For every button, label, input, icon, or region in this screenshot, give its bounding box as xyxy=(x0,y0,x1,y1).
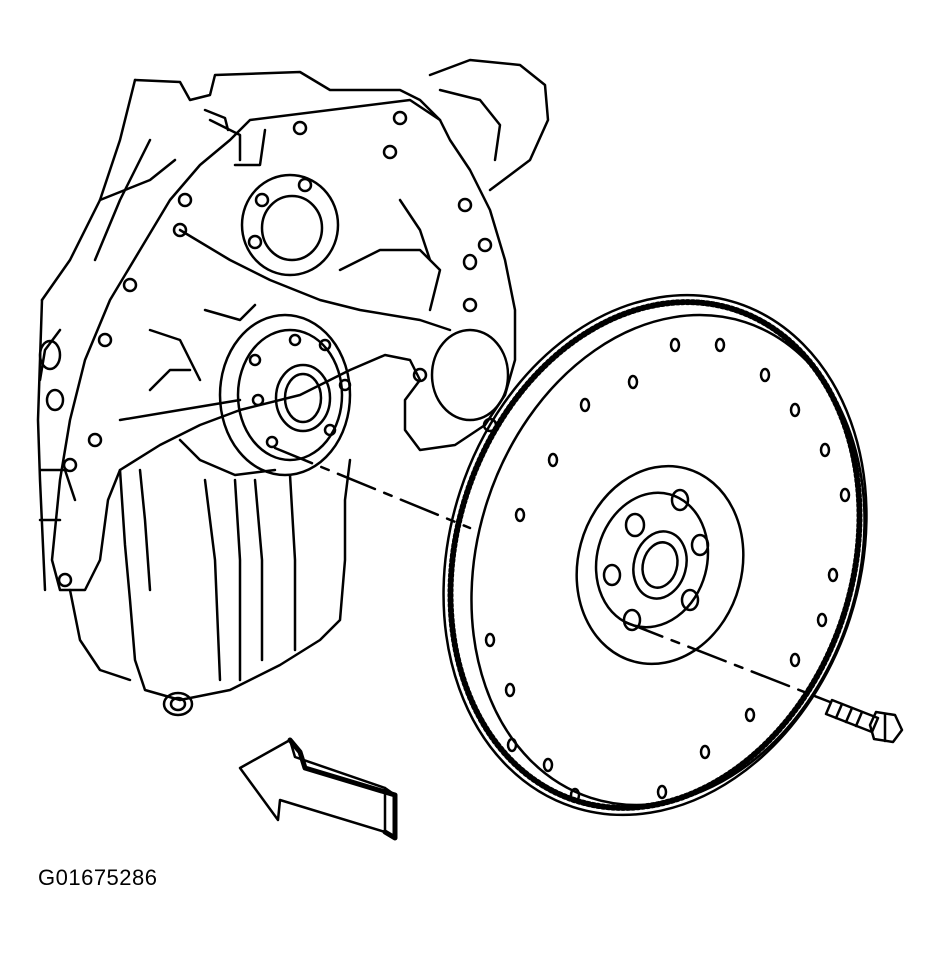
drain-plug xyxy=(162,691,194,717)
bellhousing-ribs xyxy=(118,198,478,422)
crankshaft-flange xyxy=(178,313,352,477)
figure-code: G01675286 xyxy=(38,865,158,890)
flywheel-bolt xyxy=(824,698,904,744)
upper-boss xyxy=(240,173,340,277)
flywheel xyxy=(442,293,868,817)
view-direction-arrow xyxy=(238,737,398,841)
rear-adapter-plate xyxy=(50,98,517,592)
oil-pan xyxy=(68,458,352,717)
alignment-lines xyxy=(273,446,832,704)
